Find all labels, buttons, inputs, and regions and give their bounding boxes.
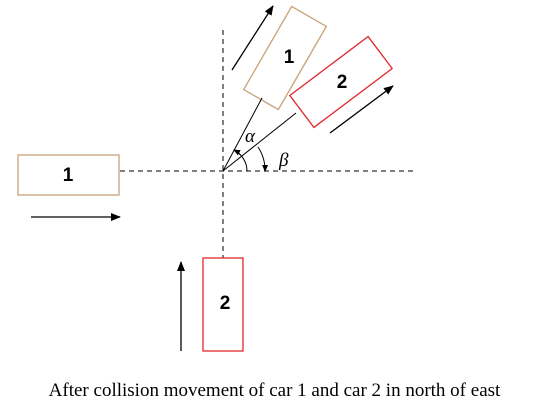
- car1-before: 1: [17, 154, 120, 196]
- car1-before-label: 1: [63, 165, 74, 186]
- car2-before-label: 2: [220, 293, 231, 314]
- car2-trajectory-line: [222, 112, 297, 172]
- alpha-label: α: [245, 126, 256, 147]
- car1-before-body: [17, 154, 120, 196]
- car1-trajectory-line: [222, 97, 263, 172]
- car1-after-direction-arrow: [231, 5, 274, 71]
- alpha-angle-arc: [233, 149, 248, 172]
- car2-before-body: [202, 257, 244, 352]
- beta-angle-arc: [257, 146, 269, 172]
- car2-after: [288, 35, 394, 129]
- car2-after-direction-arrow: [329, 85, 394, 134]
- figure-caption: After collision movement of car 1 and ca…: [48, 380, 501, 401]
- car2-before: 2: [202, 257, 244, 352]
- car2-after-label: 2: [337, 72, 348, 93]
- beta-label: β: [278, 150, 289, 171]
- car2-after-body: [288, 35, 394, 129]
- car1-after-label: 1: [284, 47, 295, 68]
